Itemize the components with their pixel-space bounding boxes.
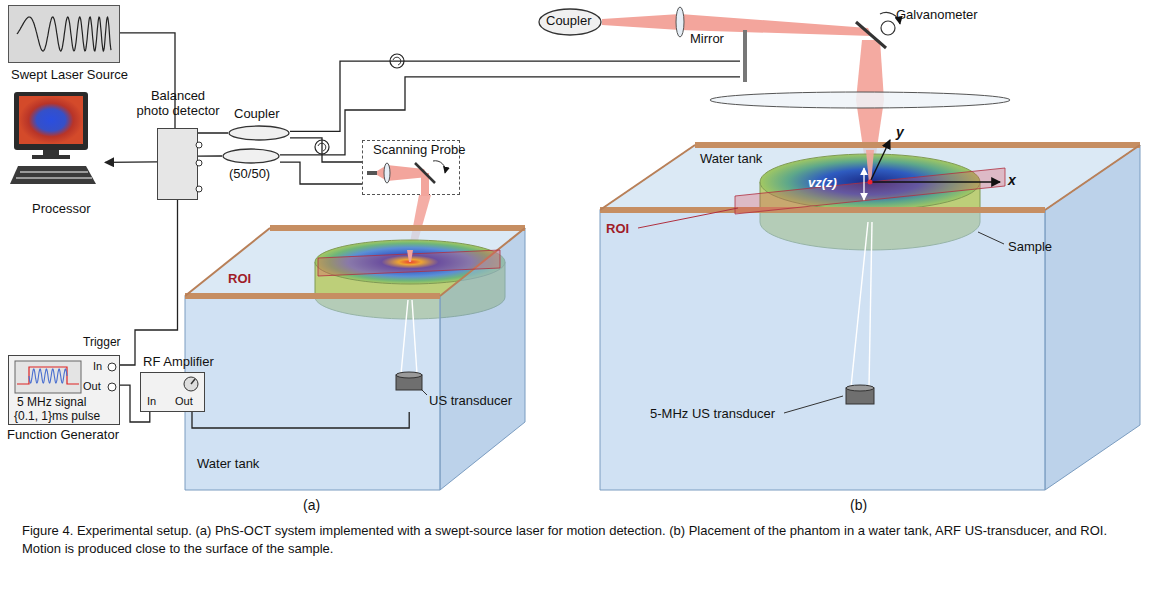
function-generator-box: 5 MHz signal{0.1, 1}ms pulseFunction Gen… <box>8 355 120 425</box>
fiber-coupler-shape <box>228 125 290 141</box>
optical-fiber <box>280 77 740 155</box>
balanced-detector-box: Balanced photo detector <box>157 128 198 200</box>
part-label: Sample <box>1008 240 1052 255</box>
node-text: {0.1, 1}ms pulse <box>14 410 100 424</box>
node-text: Swept Laser Source <box>11 68 128 83</box>
laser-source-box: Swept Laser Source <box>8 5 120 63</box>
node-text: Water tank <box>700 152 762 167</box>
laser-source-box-shape <box>9 6 121 64</box>
axis-label: y <box>896 124 904 140</box>
node-text: US transducer <box>429 394 512 409</box>
edge-label: Trigger <box>82 336 122 350</box>
signal-wire <box>192 412 409 428</box>
water-tank: Water tank US transducer <box>185 225 525 490</box>
us-transducer: 5-MHz US transducer <box>650 385 880 427</box>
fiber-coupler: Coupler <box>228 125 290 141</box>
signal-wire <box>120 200 178 365</box>
node-text: Mirror <box>690 32 724 47</box>
node-text: RF Amplifier <box>143 355 214 370</box>
node-text: Balanced photo detector <box>134 89 222 119</box>
fiber-coupler: (50/50) <box>222 148 280 186</box>
us-transducer: US transducer <box>395 372 513 412</box>
part-label: Galvanometer <box>896 8 978 23</box>
node-text: In <box>147 395 156 408</box>
roi-label: ROI <box>606 222 629 237</box>
node-text: Coupler <box>546 14 592 29</box>
water-tank: Water tank 5-MHz US transducer <box>600 145 1140 490</box>
figure-caption: Figure 4. Experimental setup. (a) PhS-OC… <box>22 522 1142 558</box>
node-text: 5-MHz US transducer <box>650 407 775 422</box>
node-text: Out <box>175 395 193 408</box>
optical-fiber <box>120 33 228 133</box>
axis-label: x <box>1008 172 1016 188</box>
processor-computer-shape <box>10 92 105 220</box>
optical-fiber <box>280 162 362 184</box>
processor-computer: Processor <box>10 92 105 220</box>
balanced-detector-box-shape <box>158 129 199 201</box>
scanning-probe-box: Scanning Probe <box>362 140 460 195</box>
node-text: (50/50) <box>229 167 270 182</box>
mirror: Mirror <box>740 30 750 82</box>
node-text: Function Generator <box>7 428 119 443</box>
node-text: Coupler <box>234 107 280 122</box>
node-text: 5 MHz signal <box>17 396 86 410</box>
node-text: Water tank <box>197 457 259 472</box>
mirror-shape <box>740 30 750 82</box>
signal-wire <box>105 161 157 163</box>
velocity-label: vz(z) <box>808 176 837 191</box>
node-text: In <box>93 360 102 373</box>
node-text: Scanning Probe <box>373 143 466 158</box>
optical-fiber <box>198 155 222 156</box>
fiber-coupler: Coupler <box>538 8 602 36</box>
roi-label: ROI <box>228 272 251 287</box>
rf-amplifier-box: RF AmplifierInOut <box>140 372 205 412</box>
panel-label: (a) <box>303 497 320 513</box>
optical-fiber <box>290 138 362 162</box>
optical-fiber <box>290 61 740 131</box>
panel-label: (b) <box>850 497 867 513</box>
node-text: Out <box>83 380 101 393</box>
node-text: Processor <box>32 202 91 217</box>
